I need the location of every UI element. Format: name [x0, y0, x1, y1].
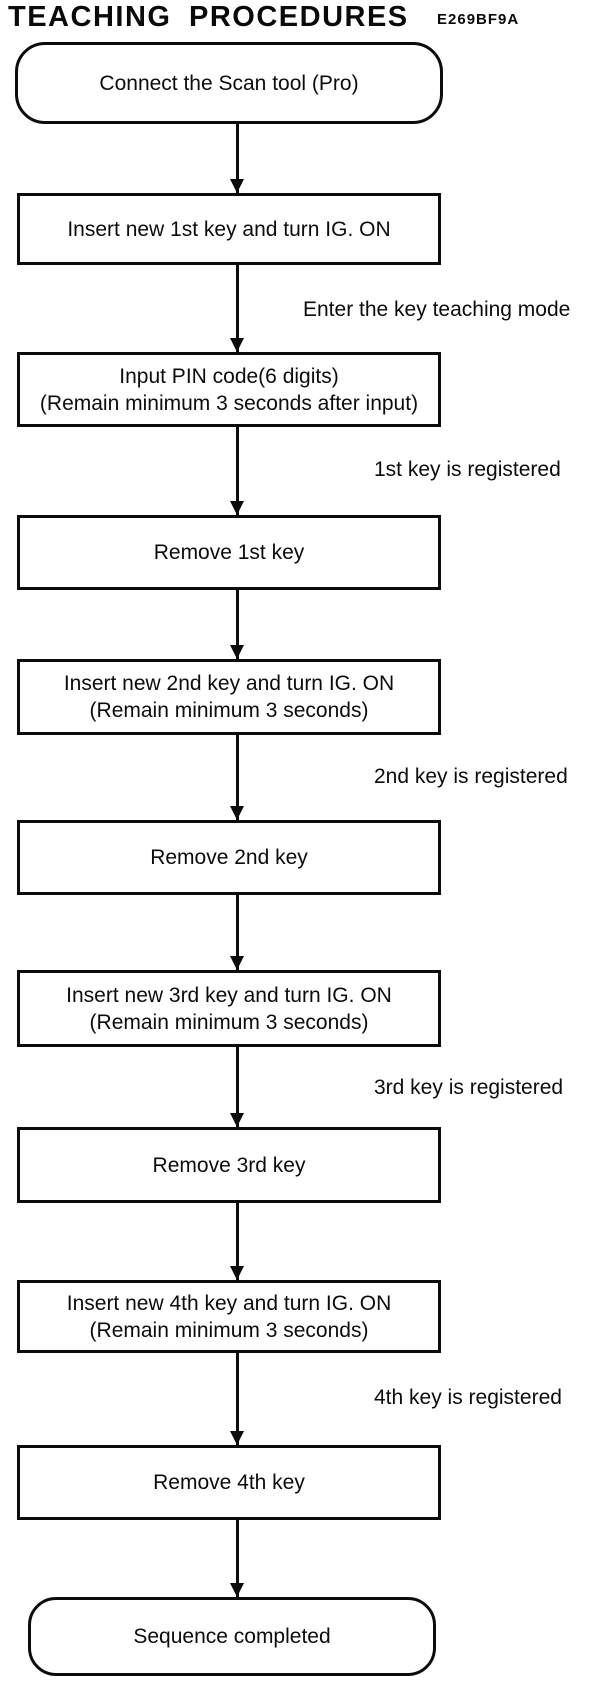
- flow-node-text: Remove 1st key: [153, 541, 305, 564]
- flow-node-remove-4th-key: Remove 4th key: [17, 1445, 441, 1520]
- flow-arrow-2: [230, 265, 244, 352]
- flow-node-insert-1st-key: Insert new 1st key and turn IG. ON: [17, 193, 441, 265]
- flow-node-text: Insert new 2nd key and turn IG. ON: [63, 672, 395, 695]
- flow-node-text: Insert new 3rd key and turn IG. ON: [66, 983, 392, 1007]
- flow-arrow-9: [230, 1353, 244, 1445]
- flow-arrow-7: [230, 1047, 244, 1127]
- edge-label-1st-key-registered: 1st key is registered: [374, 458, 561, 481]
- flow-arrow-10: [230, 1520, 244, 1597]
- flow-node-input-pin-code: Input PIN code(6 digits) (Remain minimum…: [17, 352, 441, 427]
- edge-label-4th-key-registered: 4th key is registered: [374, 1386, 562, 1409]
- figure-code: E269BF9A: [437, 11, 520, 28]
- flow-node-start: Connect the Scan tool (Pro): [15, 42, 443, 124]
- flow-arrow-6: [230, 895, 244, 970]
- flow-node-text: (Remain minimum 3 seconds after input): [39, 391, 419, 415]
- flow-arrow-5: [230, 735, 244, 820]
- flow-node-text: Remove 2nd key: [150, 846, 308, 869]
- flow-node-text: (Remain minimum 3 seconds): [89, 699, 369, 722]
- flow-node-remove-3rd-key: Remove 3rd key: [17, 1127, 441, 1203]
- flow-node-text: (Remain minimum 3 seconds): [89, 1010, 369, 1034]
- flow-node-insert-3rd-key: Insert new 3rd key and turn IG. ON (Rema…: [17, 970, 441, 1047]
- flow-node-text: Connect the Scan tool (Pro): [99, 71, 359, 95]
- edge-label-enter-teaching-mode: Enter the key teaching mode: [303, 298, 571, 321]
- flow-node-text: (Remain minimum 3 seconds): [89, 1318, 369, 1342]
- flow-node-text: Insert new 4th key and turn IG. ON: [66, 1291, 392, 1315]
- flow-node-insert-2nd-key: Insert new 2nd key and turn IG. ON (Rema…: [17, 659, 441, 735]
- edge-label-3rd-key-registered: 3rd key is registered: [374, 1076, 564, 1099]
- flow-node-remove-2nd-key: Remove 2nd key: [17, 820, 441, 895]
- flow-arrow-3: [230, 427, 244, 515]
- flow-node-text: Input PIN code(6 digits): [119, 364, 339, 388]
- flow-node-end: Sequence completed: [28, 1597, 436, 1676]
- flow-node-insert-4th-key: Insert new 4th key and turn IG. ON (Rema…: [17, 1280, 441, 1353]
- flow-node-text: Remove 4th key: [153, 1471, 305, 1494]
- flow-arrow-4: [230, 590, 244, 659]
- flow-node-text: Remove 3rd key: [152, 1153, 306, 1177]
- flow-node-text: Sequence completed: [133, 1625, 331, 1648]
- flow-node-remove-1st-key: Remove 1st key: [17, 515, 441, 590]
- edge-label-2nd-key-registered: 2nd key is registered: [374, 765, 568, 788]
- flow-arrow-1: [230, 124, 244, 193]
- flow-arrow-8: [230, 1203, 244, 1280]
- page-title: TEACHING PROCEDURES: [8, 1, 409, 33]
- flow-node-text: Insert new 1st key and turn IG. ON: [67, 217, 391, 241]
